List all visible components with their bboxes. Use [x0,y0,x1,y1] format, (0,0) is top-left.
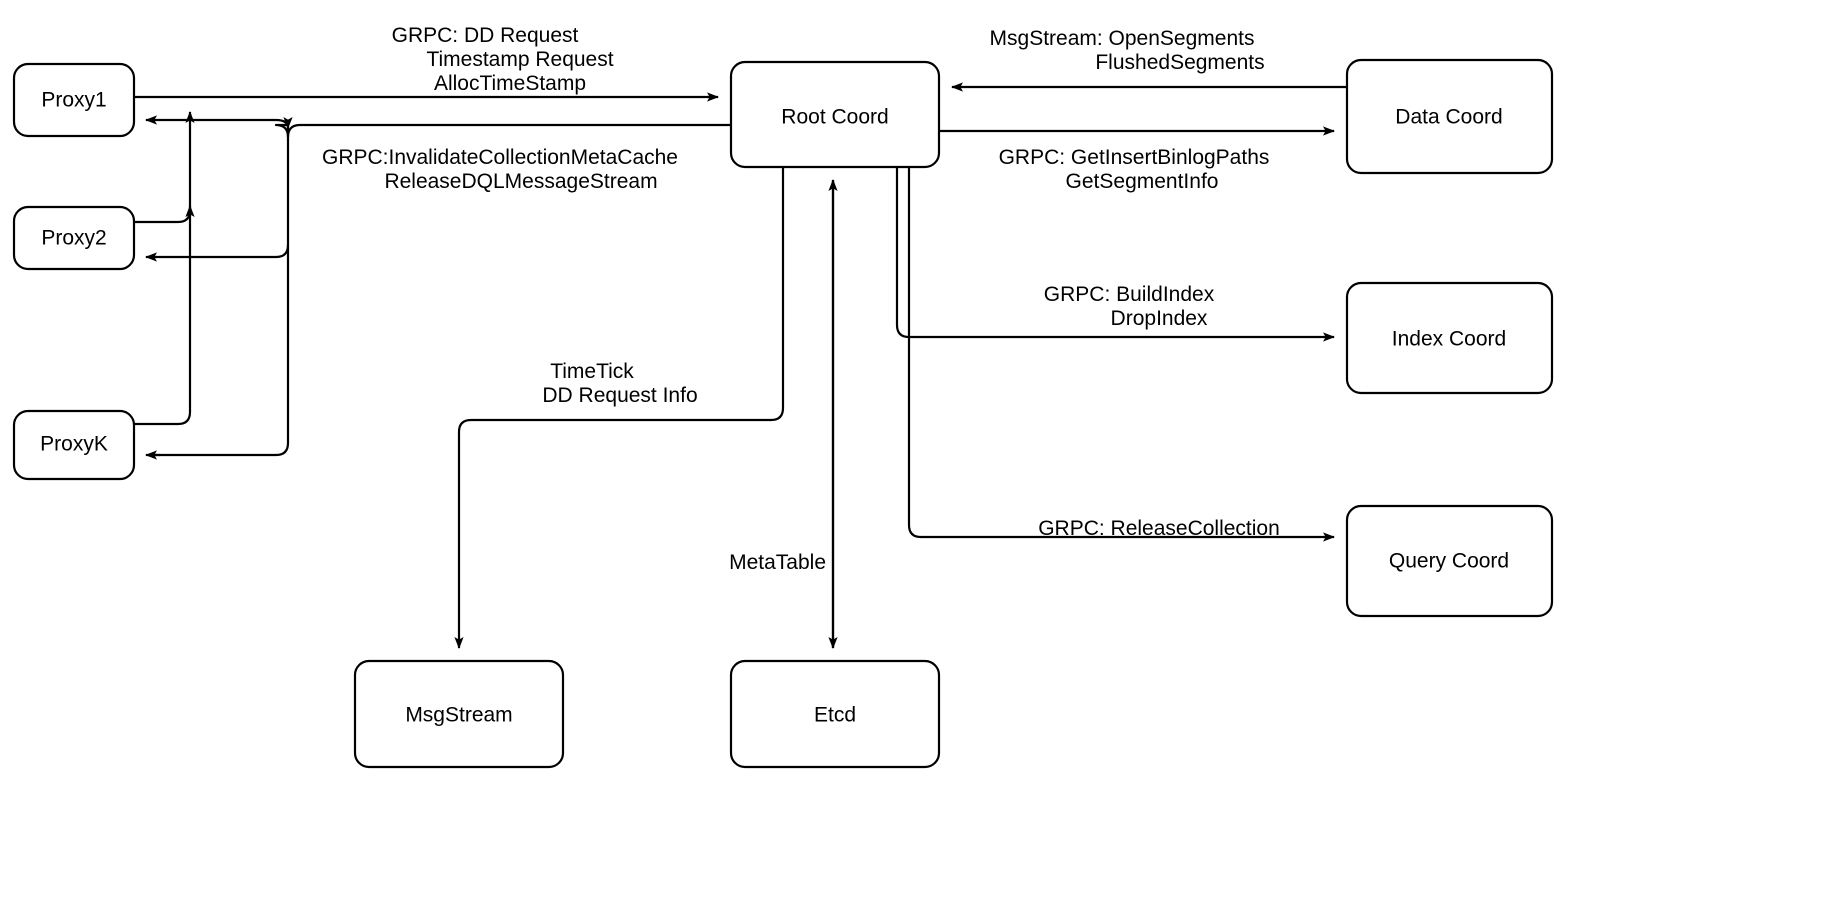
edge-label-rootcoord-to-indexcoord: GRPC: BuildIndex DropIndex [1044,283,1215,330]
nodes-layer: Proxy1 Proxy2 ProxyK Root Coord Data Coo… [12,58,1554,769]
node-rootcoord-label: Root Coord [781,106,888,129]
node-proxyk-label: ProxyK [40,433,108,456]
edge-label-line-2: ReleaseDQLMessageStream [384,170,657,193]
edge-label-line-1: GRPC: ReleaseCollection [1038,517,1280,540]
node-datacoord[interactable]: Data Coord [1345,58,1554,175]
node-msgstream[interactable]: MsgStream [353,659,565,769]
edge-label-rootcoord-to-proxies: GRPC:InvalidateCollectionMetaCache Relea… [322,146,678,193]
edge-rootcoord-to-msgstream [454,167,785,649]
edge-label-datacoord-to-rootcoord: MsgStream: OpenSegments FlushedSegments [990,27,1265,74]
edge-label-line-2: Timestamp Request [426,48,613,71]
edge-label-rootcoord-to-msgstream: TimeTick DD Request Info [542,360,697,407]
edge-return-branch-proxy1 [145,115,290,137]
node-rootcoord-box[interactable] [729,60,941,169]
node-etcd-label: Etcd [814,704,856,727]
node-querycoord-label: Query Coord [1389,550,1509,573]
node-datacoord-box[interactable] [1345,58,1554,175]
node-indexcoord-label: Index Coord [1392,328,1506,351]
node-proxy2-box[interactable] [12,205,136,271]
node-indexcoord-box[interactable] [1345,281,1554,395]
edge-rootcoord-to-proxy1 [274,125,288,137]
edge-label-line-1: GRPC: DD Request [392,24,579,47]
node-querycoord[interactable]: Query Coord [1345,504,1554,618]
edge-label-line-2: DropIndex [1111,307,1208,330]
node-proxyk-box[interactable] [12,409,136,481]
node-proxy1-box[interactable] [12,62,136,138]
node-datacoord-label: Data Coord [1395,106,1502,129]
edge-label-rootcoord-to-querycoord: GRPC: ReleaseCollection [1038,517,1280,540]
node-indexcoord[interactable]: Index Coord [1345,281,1554,395]
node-proxy1[interactable]: Proxy1 [12,62,136,138]
edge-label-line-2: DD Request Info [542,384,697,407]
edges-layer [134,82,1347,649]
edge-label-line-2: FlushedSegments [1095,51,1264,74]
edge-label-line-3: AllocTimeStamp [434,72,586,95]
edge-label-line-1: MsgStream: OpenSegments [990,27,1255,50]
edge-proxyk-riser [134,214,192,426]
edge-labels-layer: GRPC: DD Request Timestamp Request Alloc… [322,24,1280,574]
edge-return-branch-proxy2 [145,244,290,262]
node-etcd[interactable]: Etcd [729,659,941,769]
node-msgstream-box[interactable] [353,659,565,769]
node-querycoord-box[interactable] [1345,504,1554,618]
node-etcd-box[interactable] [729,659,941,769]
edge-label-line-2: GetSegmentInfo [1066,170,1219,193]
edge-proxy2-riser [134,205,195,224]
edge-label-line-1: TimeTick [550,360,634,383]
node-proxyk[interactable]: ProxyK [12,409,136,481]
edge-label-line-1: GRPC:InvalidateCollectionMetaCache [322,146,678,169]
edge-rootcoord-to-querycoord [907,167,1335,542]
node-proxy1-label: Proxy1 [41,89,106,112]
node-msgstream-label: MsgStream [405,704,512,727]
node-proxy2-label: Proxy2 [41,227,106,250]
edge-label-rootcoord-to-datacoord: GRPC: GetInsertBinlogPaths GetSegmentInf… [999,146,1270,193]
node-rootcoord[interactable]: Root Coord [729,60,941,169]
edge-label-proxy-to-rootcoord: GRPC: DD Request Timestamp Request Alloc… [392,24,614,95]
edge-label-line-1: GRPC: BuildIndex [1044,283,1215,306]
edge-label-line-1: GRPC: GetInsertBinlogPaths [999,146,1270,169]
node-proxy2[interactable]: Proxy2 [12,205,136,271]
edge-label-rootcoord-etcd: MetaTable [729,551,826,574]
edge-label-line-1: MetaTable [729,551,826,574]
